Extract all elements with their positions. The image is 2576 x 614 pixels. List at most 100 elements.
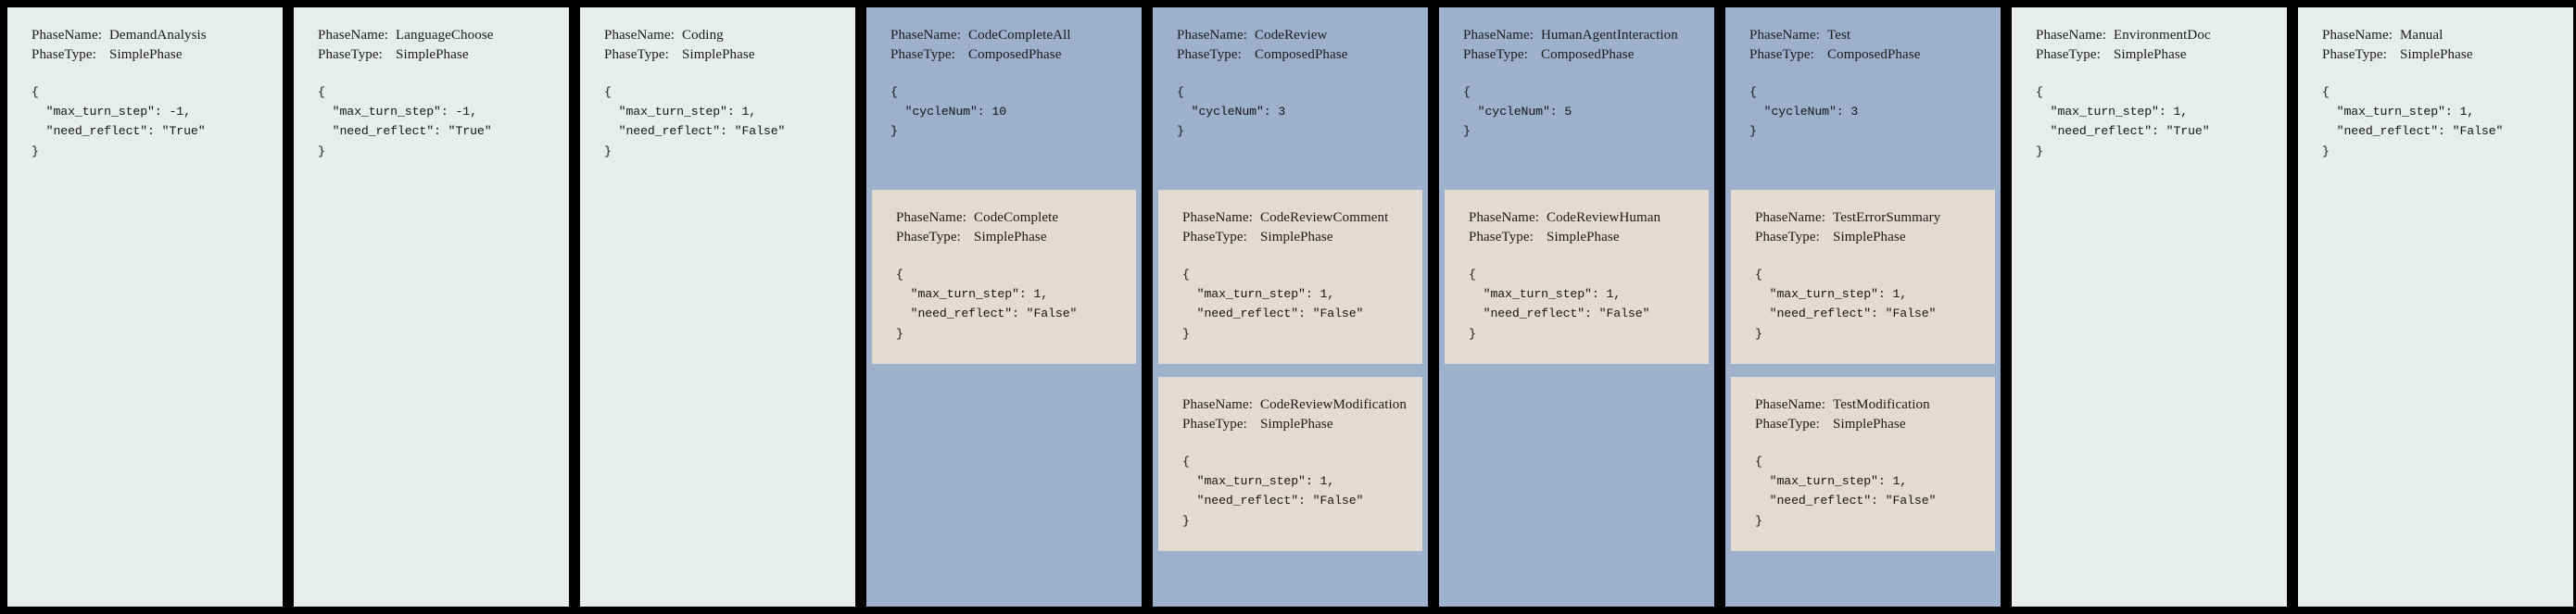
phase-name-label: PhaseName: [1755, 397, 1825, 412]
phase-type-label: PhaseType: [1463, 47, 1528, 63]
phase-meta-row: PhaseName:CodeReviewComment [1182, 208, 1402, 228]
phase-type-label: PhaseType: [1182, 417, 1247, 432]
phase-meta-row: PhaseType:SimplePhase [1469, 228, 1688, 247]
phase-type-value: SimplePhase [1833, 230, 1906, 245]
json-line: { [32, 84, 39, 99]
json-line: "max_turn_step": 1, [1469, 286, 1622, 301]
json-line: } [2036, 144, 2043, 158]
phase-config-json: { "max_turn_step": 1, "need_reflect": "F… [896, 265, 1116, 345]
phase-meta-row: PhaseName:DemandAnalysis [32, 26, 262, 45]
phase-meta-row: PhaseType:SimplePhase [896, 228, 1116, 247]
phase-name-label: PhaseName: [1755, 210, 1825, 225]
json-line: { [890, 84, 898, 99]
json-line: "max_turn_step": 1, [604, 104, 757, 119]
phase-name-value: CodeReview [1255, 28, 1328, 43]
json-line: { [1182, 267, 1190, 282]
phase-meta-row: PhaseName:Test [1749, 26, 1980, 45]
json-line: } [1182, 326, 1190, 341]
json-line: "max_turn_step": -1, [32, 104, 191, 119]
json-line: } [318, 144, 325, 158]
json-line: "max_turn_step": 1, [2036, 104, 2189, 119]
json-line: { [2322, 84, 2330, 99]
phase-type-value: SimplePhase [1833, 417, 1906, 432]
phase-name-value: EnvironmentDoc [2114, 28, 2211, 43]
phase-config-json: { "max_turn_step": 1, "need_reflect": "F… [2322, 82, 2553, 162]
phase-name-label: PhaseName: [1177, 28, 1247, 43]
phase-name-value: CodeComplete [974, 210, 1059, 225]
json-line: } [32, 144, 39, 158]
phase-name-label: PhaseName: [32, 28, 102, 43]
json-line: } [1182, 513, 1190, 528]
json-line: } [1469, 326, 1476, 341]
subphase-divider [1153, 364, 1428, 377]
phase-config-json: { "cycleNum": 5} [1463, 82, 1694, 142]
phase-name-label: PhaseName: [2036, 28, 2106, 43]
json-line: { [1749, 84, 1757, 99]
phase-type-label: PhaseType: [1755, 230, 1820, 245]
phase-name-label: PhaseName: [1182, 397, 1253, 412]
phase-type-value: ComposedPhase [1541, 47, 1635, 63]
phase-meta-row: PhaseName: EnvironmentDoc [2036, 26, 2267, 45]
phase-type-value: SimplePhase [1260, 230, 1333, 245]
phase-name-label: PhaseName: [1749, 28, 1820, 43]
json-line: "cycleNum": 5 [1463, 104, 1572, 119]
json-line: "need_reflect": "False" [1182, 307, 1364, 321]
phase-meta-row: PhaseName:Manual [2322, 26, 2553, 45]
json-line: } [1755, 326, 1762, 341]
json-line: { [1469, 267, 1476, 282]
phase-type-value: SimplePhase [2114, 47, 2187, 63]
phase-type-label: PhaseType: [1177, 47, 1242, 63]
phase-meta-row: PhaseType:SimplePhase [604, 45, 835, 65]
json-line: { [1177, 84, 1184, 99]
phase-type-value: SimplePhase [109, 47, 183, 63]
json-line: "need_reflect": "False" [1469, 307, 1650, 321]
phase-meta-row: PhaseType:ComposedPhase [890, 45, 1121, 65]
phase-type-value: SimplePhase [2400, 47, 2473, 63]
json-line: "max_turn_step": 1, [1182, 286, 1335, 301]
json-line: } [890, 124, 898, 139]
column-filler [866, 364, 1142, 607]
phase-meta-row: PhaseName:TestModification [1755, 395, 1975, 415]
phase-name-value: CodeCompleteAll [968, 28, 1071, 43]
phase-meta-row: PhaseName:CodeComplete [896, 208, 1116, 228]
phase-type-label: PhaseType: [1469, 230, 1534, 245]
phase-config-json: { "max_turn_step": -1, "need_reflect": "… [318, 82, 549, 162]
phase-meta-row: PhaseType:SimplePhase [32, 45, 262, 65]
phase-meta-row: PhaseType:SimplePhase [2036, 45, 2267, 65]
column-filler [580, 190, 855, 607]
phase-meta-row: PhaseType:SimplePhase [1182, 228, 1402, 247]
json-line: } [1755, 513, 1762, 528]
phase-meta-row: PhaseType:ComposedPhase [1749, 45, 1980, 65]
phase-meta-row: PhaseType: ComposedPhase [1463, 45, 1694, 65]
